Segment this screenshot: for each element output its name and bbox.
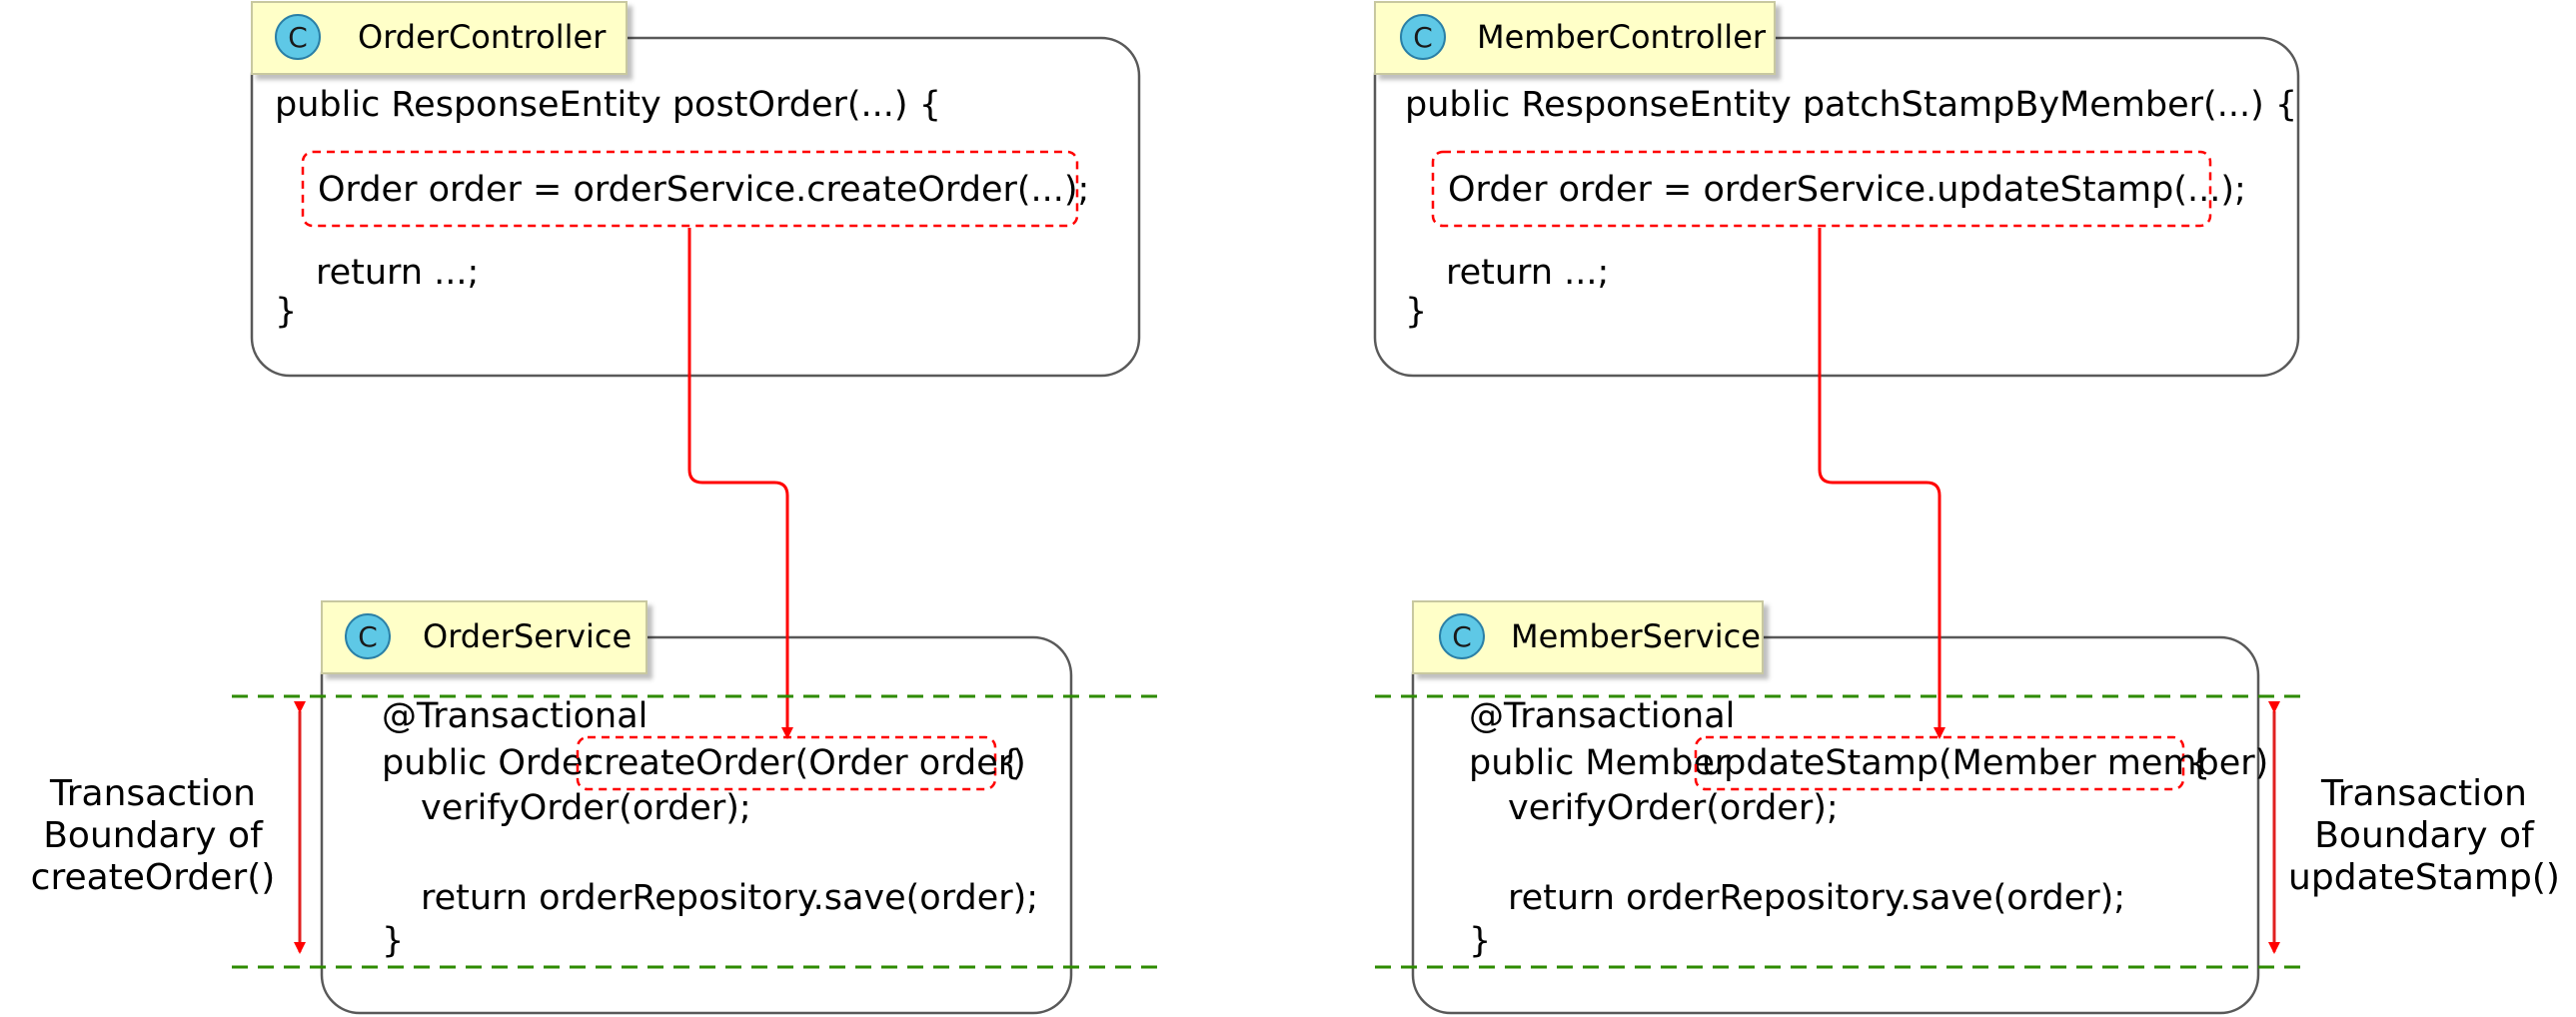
verify-order-line: verifyOrder(order);	[421, 788, 751, 828]
create-order-method: createOrder(Order order)	[585, 743, 1026, 783]
order-controller-title: OrderController	[358, 18, 607, 56]
member-controller-box	[1373, 36, 2300, 378]
update-stamp-call-highlight	[1431, 150, 2212, 228]
boundary-label-line1: Transaction	[49, 773, 256, 814]
update-stamp-method: updateStamp(Member member)	[1702, 743, 2268, 783]
method-close-brace: }	[382, 921, 404, 961]
member-service-box	[1411, 635, 2260, 1015]
class-icon	[1439, 613, 1485, 659]
order-service-title: OrderService	[423, 617, 632, 655]
transactional-annotation: @Transactional	[1469, 696, 1735, 736]
call-arrow	[687, 228, 793, 739]
order-controller-box	[250, 36, 1141, 378]
method-open-brace: {	[2188, 743, 2210, 783]
class-icon-letter: C	[1452, 620, 1472, 653]
call-arrow	[1818, 228, 1945, 739]
class-icon	[1400, 14, 1446, 60]
member-controller-class: C MemberController public ResponseEntity…	[1373, 1, 2300, 378]
left-transaction-boundary: Transaction Boundary of createOrder()	[31, 694, 1159, 969]
update-stamp-call: Order order = orderService.updateStamp(.…	[1448, 170, 2246, 210]
member-controller-header	[1374, 1, 1776, 75]
boundary-label-line1: Transaction	[2320, 773, 2527, 814]
controller-return: return ...;	[316, 253, 479, 293]
member-controller-title: MemberController	[1477, 18, 1767, 56]
save-order-line: return orderRepository.save(order);	[421, 878, 1038, 918]
member-service-title: MemberService	[1511, 617, 1761, 655]
right-transaction-boundary: Transaction Boundary of updateStamp()	[1375, 694, 2560, 969]
order-service-class: C OrderService @Transactional public Ord…	[320, 600, 1073, 1015]
class-icon-letter: C	[1413, 21, 1433, 54]
method-close-brace: }	[1469, 921, 1491, 961]
class-icon-letter: C	[288, 21, 308, 54]
controller-close-brace: }	[1405, 292, 1427, 332]
verify-order-line: verifyOrder(order);	[1508, 788, 1839, 828]
class-icon	[275, 14, 321, 60]
create-order-call: Order order = orderService.createOrder(.…	[318, 170, 1089, 210]
controller-close-brace: }	[275, 292, 297, 332]
boundary-label-line2: Boundary of	[2314, 815, 2535, 856]
method-signature-prefix: public Order	[382, 743, 599, 783]
save-order-line: return orderRepository.save(order);	[1508, 878, 2125, 918]
order-service-box	[320, 635, 1073, 1015]
controller-return: return ...;	[1446, 253, 1609, 293]
order-controller-class: C OrderController public ResponseEntity …	[250, 1, 1141, 378]
transactional-annotation: @Transactional	[382, 696, 647, 736]
patch-stamp-signature: public ResponseEntity patchStampByMember…	[1405, 85, 2297, 125]
boundary-label-line3: updateStamp()	[2288, 857, 2560, 898]
boundary-label-line2: Boundary of	[43, 815, 264, 856]
class-icon-letter: C	[358, 620, 378, 653]
post-order-signature: public ResponseEntity postOrder(...) {	[275, 85, 941, 125]
member-service-class: C MemberService @Transactional public Me…	[1411, 600, 2268, 1015]
method-open-brace: {	[999, 743, 1021, 783]
boundary-label-line3: createOrder()	[31, 857, 276, 898]
method-signature-prefix: public Member	[1469, 743, 1730, 783]
class-icon	[345, 613, 391, 659]
